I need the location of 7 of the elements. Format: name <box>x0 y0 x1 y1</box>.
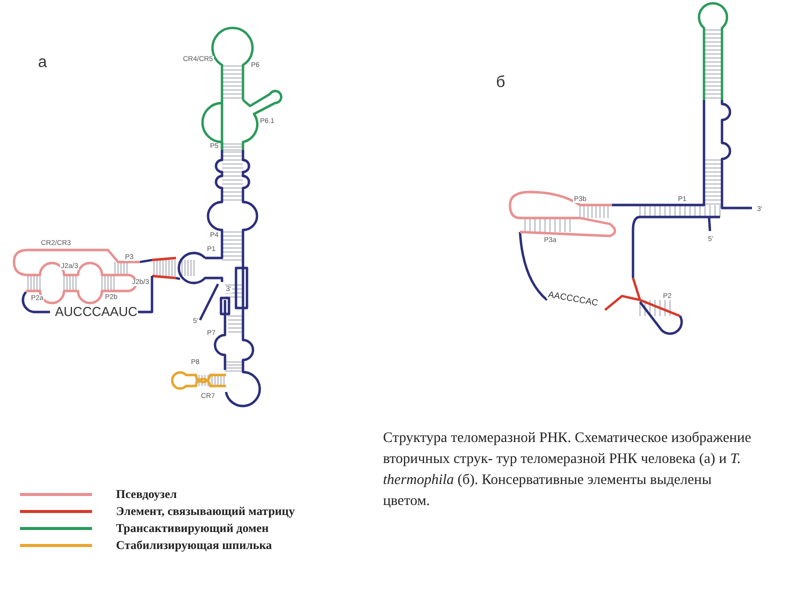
legend-text: Стабилизирующая шпилька <box>116 538 272 553</box>
sequence-label: AACCCCAC <box>546 290 600 308</box>
legend-text: Трансактивирующий домен <box>116 521 269 536</box>
legend-text: Псевдоузел <box>116 487 177 502</box>
figure-caption: Структура теломеразной РНК. Схематическое изображение вторичных струк- тур теломеразной РНК человека (а) и T. thermophila (б). Консервативные элементы выделены цветом. <box>383 429 752 511</box>
legend-text: Элемент, связывающий матрицу <box>116 504 295 519</box>
sequence-label: AUCCCAAUC <box>54 305 138 318</box>
